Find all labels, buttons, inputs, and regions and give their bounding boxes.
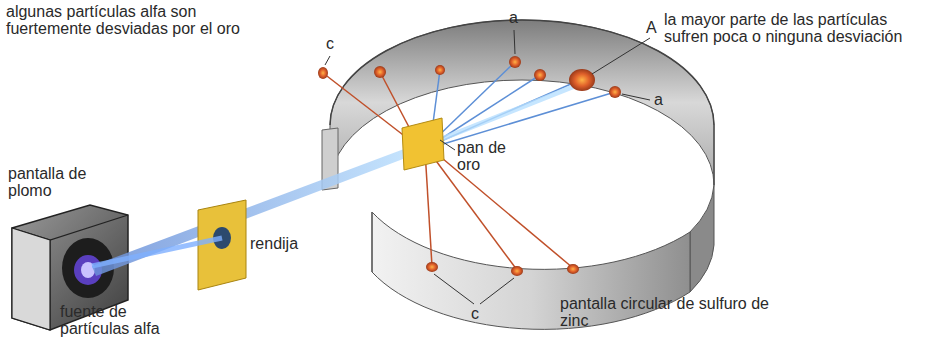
callout-letter: c xyxy=(326,36,340,53)
part-label: rendija xyxy=(250,236,330,253)
alpha-beam xyxy=(92,238,222,266)
callout-letter: a xyxy=(509,10,523,27)
caption-undeflected: la mayor parte de las partículas sufren … xyxy=(664,12,936,46)
gold-foil xyxy=(402,118,444,170)
callout-letter: a xyxy=(654,92,668,109)
lead-screen-side xyxy=(12,228,50,330)
part-label: pantalla de plomo xyxy=(8,166,128,200)
alpha-beam xyxy=(424,82,585,146)
ring-cut-edge xyxy=(371,212,373,272)
part-label: pantalla circular de sulfuro de zinc xyxy=(560,296,780,330)
part-label: fuente de partículas alfa xyxy=(60,304,190,338)
callout-letter: c xyxy=(471,306,485,323)
ring-right xyxy=(690,125,714,292)
alpha-beam xyxy=(92,143,424,276)
callout-letter: A xyxy=(646,20,660,37)
slit-plate xyxy=(198,200,246,290)
leader-lines xyxy=(325,30,650,304)
scintillations xyxy=(318,56,621,276)
part-label: pan de oro xyxy=(457,140,521,174)
caption-deflected: algunas partículas alfa son fuertemente … xyxy=(6,4,246,38)
